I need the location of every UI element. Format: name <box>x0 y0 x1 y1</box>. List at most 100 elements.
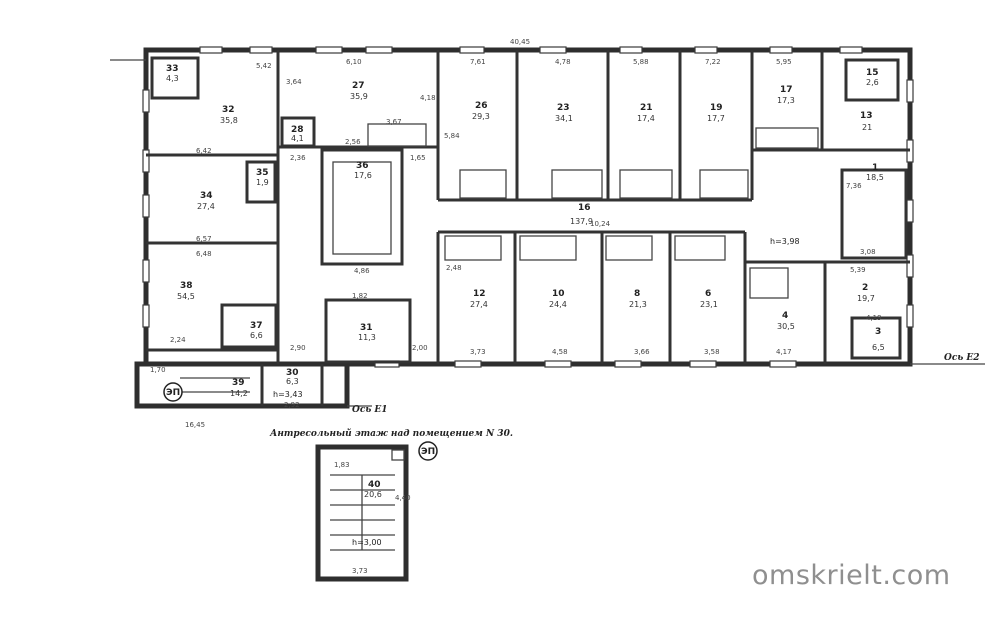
dimension: 1,83 <box>334 461 350 469</box>
window <box>365 46 393 54</box>
dimension: 2,90 <box>290 344 306 352</box>
room-labels: 33 4,3 32 35,8 27 35,9 28 4,1 26 29,3 23… <box>166 64 885 499</box>
outer-walls <box>110 47 985 409</box>
dimension: 2,24 <box>170 336 186 344</box>
room-area: 6,5 <box>872 343 885 352</box>
window <box>839 46 863 54</box>
window <box>906 304 914 328</box>
room-area: 17,3 <box>777 96 795 105</box>
room-number: 21 <box>640 103 653 113</box>
room-area: 137,9 <box>570 217 593 226</box>
room-number: 26 <box>475 101 488 111</box>
room-area: 27,4 <box>470 300 488 309</box>
room-area: 20,6 <box>364 490 382 499</box>
room-number: 30 <box>286 368 299 378</box>
window <box>142 304 150 328</box>
room-number: 40 <box>368 480 381 490</box>
room-number: 35 <box>256 168 269 178</box>
dimension: 5,95 <box>776 58 792 66</box>
room-area: 27,4 <box>197 202 215 211</box>
window <box>906 79 914 103</box>
window <box>906 254 914 278</box>
room-number: 1 <box>872 163 878 173</box>
room-number: 34 <box>200 191 213 201</box>
room-number: 36 <box>356 161 369 171</box>
window <box>459 46 485 54</box>
stair-marker-text: ЭП <box>421 447 435 457</box>
windows <box>142 46 914 368</box>
stair-height-text: h=3,43 <box>273 390 303 399</box>
dimension: 10,24 <box>590 220 611 228</box>
window <box>249 46 273 54</box>
window <box>142 89 150 113</box>
stair-annex <box>134 361 350 409</box>
room-area: 29,3 <box>472 112 490 121</box>
room-number: 23 <box>557 103 570 113</box>
room-number: 19 <box>710 103 723 113</box>
room-area: 11,3 <box>358 333 376 342</box>
window <box>539 46 567 54</box>
room-area: 14,2 <box>230 389 248 398</box>
room-area: 21 <box>862 123 872 132</box>
room-number: 3 <box>875 327 881 337</box>
dimension: 3,08 <box>860 248 876 256</box>
window <box>199 46 223 54</box>
room-area: 17,7 <box>707 114 725 123</box>
room-area: 18,5 <box>866 173 884 182</box>
room-number: 32 <box>222 105 235 115</box>
dimension: 4,19 <box>866 314 882 322</box>
room-number: 33 <box>166 64 179 74</box>
window <box>906 199 914 223</box>
dimension: 3,66 <box>634 348 650 356</box>
dimension: 4,58 <box>552 348 568 356</box>
dimension: 6,48 <box>196 250 212 258</box>
dimension: 7,61 <box>470 58 486 66</box>
room-area: 4,3 <box>166 74 179 83</box>
dimension: 4,40 <box>395 494 411 502</box>
room-number: 28 <box>291 125 304 135</box>
room-area: 30,5 <box>777 322 795 331</box>
dimension: 5,88 <box>633 58 649 66</box>
room-area: 21,3 <box>629 300 647 309</box>
interior-walls <box>146 50 910 582</box>
mezzanine-outline <box>315 444 409 582</box>
dimension: 3,73 <box>352 567 368 575</box>
room-area: 24,4 <box>549 300 567 309</box>
room-area: 35,9 <box>350 92 368 101</box>
dimension: 4,17 <box>776 348 792 356</box>
room-number: 37 <box>250 321 263 331</box>
dimension: 4,78 <box>555 58 571 66</box>
dimension: 4,18 <box>420 94 436 102</box>
overall-length: 40,45 <box>510 38 530 46</box>
room-number: 2 <box>862 283 868 293</box>
dimension-labels: 40,45 7,61 4,78 5,88 7,22 5,95 2,90 2,00… <box>150 38 882 575</box>
dimension: 5,39 <box>850 266 866 274</box>
height-notes: h=3,98 h=3,43 h=3,00 <box>273 237 800 547</box>
dimension: 2,36 <box>290 154 306 162</box>
dimension: 1,65 <box>410 154 426 162</box>
room-area: 6,3 <box>286 377 299 386</box>
room-number: 17 <box>780 85 793 95</box>
dimension: 6,57 <box>196 235 212 243</box>
dimension: 1,70 <box>150 366 166 374</box>
window <box>614 360 642 368</box>
stair-marker-circle <box>418 441 438 461</box>
room-area: 23,1 <box>700 300 718 309</box>
room-area: 19,7 <box>857 294 875 303</box>
room-area: 4,1 <box>291 134 304 143</box>
dimension: 16,45 <box>185 421 205 429</box>
room-number: 16 <box>578 203 591 213</box>
room-area: 1,9 <box>256 178 269 187</box>
dimension: 2,92 <box>284 401 300 409</box>
room-number: 10 <box>552 289 565 299</box>
window <box>142 149 150 173</box>
watermark: omskrielt.com <box>752 560 951 591</box>
room-area: 6,6 <box>250 331 263 340</box>
window <box>769 360 797 368</box>
dimension: 2,48 <box>446 264 462 272</box>
room-number: 13 <box>860 111 873 121</box>
mezzanine-caption: Антресольный этаж над помещением N 30. <box>269 428 513 439</box>
room-number: 39 <box>232 378 245 388</box>
dimension: 3,58 <box>704 348 720 356</box>
room-area: 17,4 <box>637 114 655 123</box>
